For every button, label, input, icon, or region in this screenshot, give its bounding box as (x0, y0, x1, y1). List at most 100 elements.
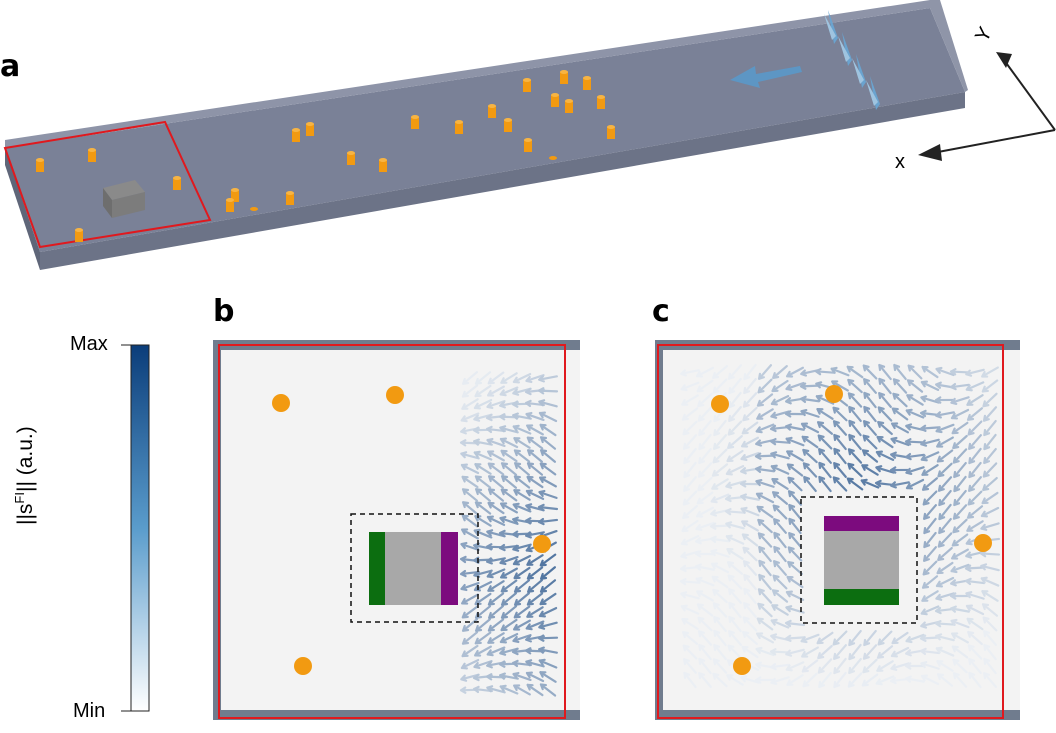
flow-arrow (966, 505, 984, 519)
coordinate-axes (918, 52, 1056, 161)
flow-arrow (742, 406, 758, 422)
flow-arrow (487, 580, 505, 592)
flow-arrow (681, 394, 699, 406)
flow-arrow (741, 645, 759, 659)
flow-arrow (833, 657, 847, 675)
flow-arrow (756, 617, 774, 631)
channel-front-wall (40, 92, 965, 270)
flow-arrow (904, 662, 926, 670)
flow-arrow (982, 476, 998, 492)
flow-arrow (526, 606, 544, 618)
flow-arrow (499, 437, 519, 449)
flow-arrow (833, 433, 847, 451)
flow-arrow (500, 502, 518, 514)
flow-arrow (876, 645, 894, 659)
flow-arrow (681, 618, 699, 630)
flow-arrow (938, 517, 952, 535)
flow-arrow (757, 518, 773, 534)
flow-arrow (474, 384, 492, 398)
flow-arrow (474, 463, 492, 475)
flow-arrow (487, 592, 505, 606)
flow-arrow (474, 645, 492, 657)
flow-arrow (936, 673, 954, 687)
flow-arrow (875, 675, 895, 686)
flow-arrow (474, 618, 492, 632)
flow-arrow (938, 503, 952, 521)
flow-arrow (846, 477, 864, 491)
flow-arrow (848, 419, 862, 437)
flow-arrow (537, 387, 559, 395)
flow-arrow (697, 476, 713, 492)
flow-arrow (461, 398, 479, 410)
flow-arrow (788, 503, 802, 521)
flow-arrow (539, 462, 557, 476)
flow-arrow (499, 425, 519, 434)
panel-c-green-face (824, 589, 899, 605)
flow-arrow (681, 631, 699, 645)
flow-arrow (923, 504, 937, 520)
flow-arrow (513, 475, 531, 489)
flow-arrow (712, 448, 728, 464)
flow-arrow (514, 462, 530, 476)
flow-arrow (755, 423, 775, 434)
flow-arrow (743, 573, 757, 591)
flow-arrow (739, 480, 761, 488)
panel-b-flow-field (459, 371, 559, 697)
flow-arrow (950, 408, 970, 420)
flow-arrow (755, 646, 775, 657)
flow-arrow (816, 408, 834, 420)
flow-arrow (934, 620, 956, 628)
flow-arrow (952, 672, 968, 688)
flow-arrow (499, 386, 519, 397)
flow-arrow (983, 447, 997, 465)
flow-arrow (526, 462, 544, 476)
flow-arrow (500, 372, 518, 384)
flow-arrow (950, 605, 970, 613)
flow-arrow (876, 660, 894, 672)
flow-arrow (920, 661, 940, 670)
flow-arrow (460, 541, 480, 551)
flow-arrow (539, 592, 557, 606)
flow-arrow (889, 466, 911, 474)
flow-arrow (742, 392, 758, 408)
flow-arrow (682, 420, 698, 436)
flow-arrow (696, 379, 714, 393)
flow-arrow (938, 489, 952, 507)
flow-arrow (512, 671, 532, 682)
flow-arrow (727, 364, 743, 380)
panel-label-c: c (652, 294, 670, 329)
flow-arrow (487, 632, 505, 644)
flow-arrow (757, 532, 773, 548)
flow-arrow (682, 434, 698, 450)
flow-arrow (846, 365, 864, 379)
flow-arrow (740, 675, 760, 684)
flow-arrow (965, 591, 985, 600)
flow-arrow (964, 577, 986, 586)
flow-arrow (878, 363, 892, 381)
flow-arrow (513, 684, 531, 696)
flow-arrow (473, 398, 493, 410)
inlet-fins (824, 10, 880, 110)
flow-arrow (461, 501, 479, 515)
flow-arrow (936, 436, 954, 448)
flow-arrow (460, 658, 480, 670)
flow-arrow (539, 671, 557, 683)
flow-arrow (695, 366, 715, 378)
flow-arrow (802, 448, 818, 464)
flow-arrow (539, 553, 557, 567)
flow-arrow (513, 449, 531, 463)
flow-arrow (784, 634, 806, 642)
flow-arrow (968, 461, 982, 479)
flow-arrow (848, 657, 862, 675)
flow-arrow (922, 560, 938, 576)
flow-arrow (966, 407, 984, 421)
flow-arrow (937, 546, 953, 562)
flow-arrow (754, 676, 776, 684)
flow-arrow (487, 371, 505, 385)
flow-arrow (474, 371, 492, 385)
flow-arrow (875, 450, 895, 462)
flow-arrow (919, 647, 941, 656)
flow-arrow (983, 657, 997, 675)
flow-arrow (499, 684, 519, 695)
flow-arrow (742, 546, 758, 562)
